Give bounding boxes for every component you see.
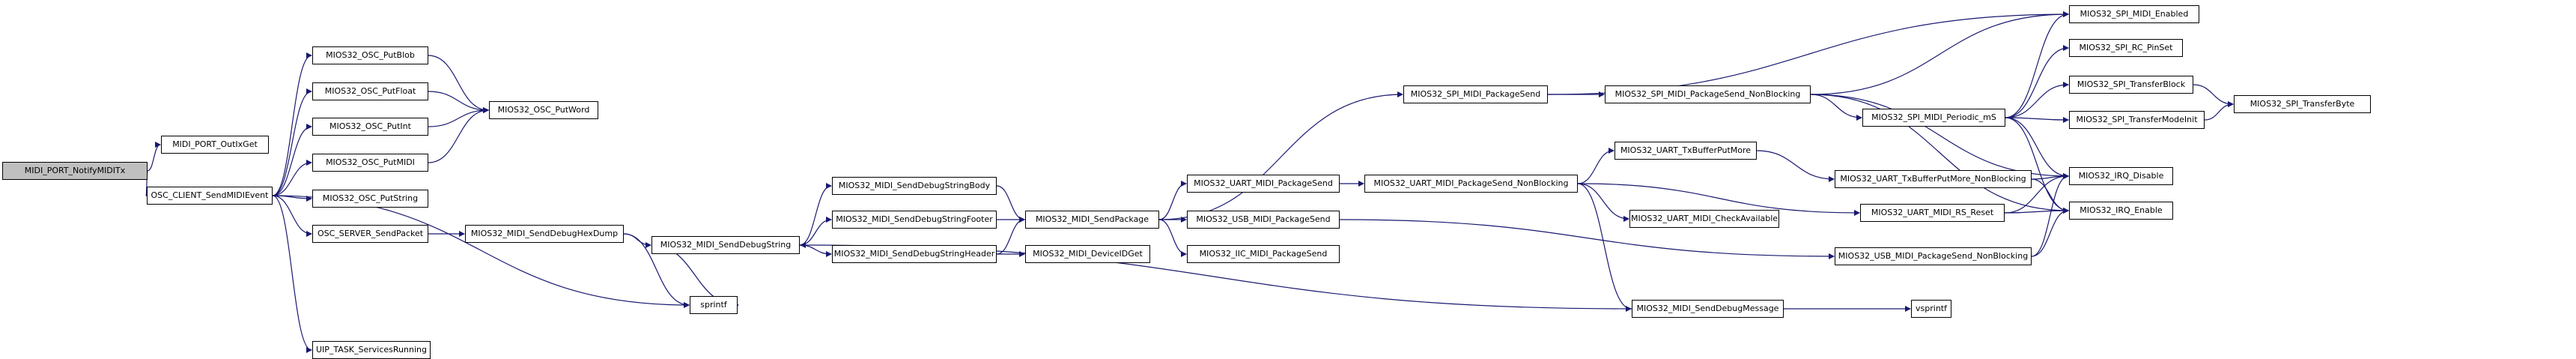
node-mios32-spi-midi-periodic-ms[interactable]: MIOS32_SPI_MIDI_Periodic_mS [1862, 109, 2005, 127]
call-edge [428, 55, 489, 113]
call-edge [272, 88, 312, 196]
node-mios32-spi-transfermodeinit[interactable]: MIOS32_SPI_TransferModeInit [2069, 111, 2205, 129]
node-uip-task-servicesrunning[interactable]: UIP_TASK_ServicesRunning [312, 341, 431, 359]
node-mios32-midi-senddebugmessage[interactable]: MIOS32_MIDI_SendDebugMessage [1632, 300, 1784, 318]
node-mios32-osc-putblob[interactable]: MIOS32_OSC_PutBlob [312, 46, 428, 64]
node-mios32-iic-midi-packagesend[interactable]: MIOS32_IIC_MIDI_PackageSend [1187, 245, 1340, 263]
call-edge [1339, 219, 1835, 259]
call-edge [1158, 219, 1187, 257]
node-osc-server-sendpacket[interactable]: OSC_SERVER_SendPacket [312, 225, 428, 243]
node-mios32-usb-midi-packagesend[interactable]: MIOS32_USB_MIDI_PackageSend [1187, 211, 1340, 229]
call-edge [2005, 11, 2069, 118]
node-mios32-uart-txbufferputmore[interactable]: MIOS32_UART_TxBufferPutMore [1614, 142, 1757, 160]
node-mios32-spi-midi-enabled[interactable]: MIOS32_SPI_MIDI_Enabled [2069, 5, 2199, 23]
call-edge [428, 91, 489, 113]
node-mios32-osc-putstring[interactable]: MIOS32_OSC_PutString [312, 190, 428, 208]
call-edge [996, 185, 1025, 223]
call-edge [2004, 208, 2069, 214]
node-mios32-osc-putword[interactable]: MIOS32_OSC_PutWord [489, 101, 598, 119]
node-mios32-spi-midi-packagesend-nonblocking[interactable]: MIOS32_SPI_MIDI_PackageSend_NonBlocking [1605, 85, 1811, 103]
call-edge [272, 160, 312, 196]
call-edge [2204, 101, 2234, 121]
call-edge [2031, 178, 2069, 214]
node-mios32-midi-senddebugstringheader[interactable]: MIOS32_MIDI_SendDebugStringHeader [832, 245, 997, 263]
call-edge [272, 52, 312, 196]
call-edge [1810, 94, 2069, 214]
call-edge [2005, 45, 2069, 118]
call-edge [272, 195, 690, 308]
call-edge [1577, 183, 1629, 222]
node-mios32-usb-midi-packagesend-nonblocking[interactable]: MIOS32_USB_MIDI_PackageSend_NonBlocking [1835, 247, 2032, 265]
node-mios32-spi-midi-packagesend[interactable]: MIOS32_SPI_MIDI_PackageSend [1403, 85, 1548, 103]
call-edge [799, 217, 832, 246]
call-edge [428, 107, 489, 127]
node-mios32-uart-midi-packagesend[interactable]: MIOS32_UART_MIDI_PackageSend [1187, 175, 1340, 193]
node-mios32-midi-deviceidget[interactable]: MIOS32_MIDI_DeviceIDGet [1025, 245, 1150, 263]
call-edge [428, 107, 489, 163]
call-edge [2005, 82, 2069, 118]
call-edge [1756, 150, 1835, 182]
node-mios32-midi-senddebugstringbody[interactable]: MIOS32_MIDI_SendDebugStringBody [832, 177, 997, 195]
node-mios32-irq-disable[interactable]: MIOS32_IRQ_Disable [2069, 167, 2173, 185]
node-vsprintf[interactable]: vsprintf [1911, 300, 1951, 318]
node-midi-port-outixget[interactable]: MIDI_PORT_OutIxGet [161, 136, 269, 154]
call-edge [623, 233, 690, 308]
node-mios32-midi-senddebughexdump[interactable]: MIOS32_MIDI_SendDebugHexDump [465, 225, 624, 243]
call-edge [1158, 181, 1187, 220]
call-edge [1810, 11, 2069, 95]
call-edge [2031, 208, 2069, 257]
call-edge [2193, 84, 2234, 107]
node-osc-client-sendmidievent[interactable]: OSC_CLIENT_SendMIDIEvent [147, 187, 273, 205]
call-edge [2004, 173, 2069, 214]
call-edge [1577, 148, 1614, 184]
call-edge [1158, 91, 1403, 220]
node-sprintf[interactable]: sprintf [690, 296, 738, 314]
node-mios32-osc-putint[interactable]: MIOS32_OSC_PutInt [312, 118, 428, 136]
node-mios32-midi-sendpackage[interactable]: MIOS32_MIDI_SendPackage [1025, 211, 1159, 229]
call-edge [272, 195, 312, 237]
node-mios32-osc-putfloat[interactable]: MIOS32_OSC_PutFloat [312, 82, 428, 100]
call-edge [996, 217, 1025, 255]
call-edge [272, 124, 312, 196]
call-edge [2005, 116, 2069, 123]
node-mios32-midi-senddebugstring[interactable]: MIOS32_MIDI_SendDebugString [651, 236, 800, 254]
node-mios32-uart-midi-checkavailable[interactable]: MIOS32_UART_MIDI_CheckAvailable [1629, 210, 1779, 228]
call-edge [623, 233, 651, 248]
node-mios32-uart-midi-rs-reset[interactable]: MIOS32_UART_MIDI_RS_Reset [1860, 204, 2005, 222]
node-mios32-uart-midi-packagesend-nonblocking[interactable]: MIOS32_UART_MIDI_PackageSend_NonBlocking [1364, 175, 1578, 193]
call-edge [1577, 183, 1860, 216]
node-mios32-spi-transferbyte[interactable]: MIOS32_SPI_TransferByte [2234, 95, 2371, 113]
call-edge [799, 183, 832, 246]
node-midi-port-notifymiditx[interactable]: MIDI_PORT_NotifyMIDITx [2, 162, 148, 180]
node-mios32-spi-rc-pinset[interactable]: MIOS32_SPI_RC_PinSet [2069, 39, 2183, 57]
node-mios32-spi-transferblock[interactable]: MIOS32_SPI_TransferBlock [2069, 76, 2193, 94]
call-edge [1577, 183, 1632, 312]
call-edge [147, 142, 161, 172]
call-edge [2005, 117, 2069, 179]
node-mios32-midi-senddebugstringfooter[interactable]: MIOS32_MIDI_SendDebugStringFooter [832, 211, 997, 229]
call-edge [1810, 94, 1862, 121]
node-mios32-osc-putmidi[interactable]: MIOS32_OSC_PutMIDI [312, 154, 428, 172]
call-edge [799, 244, 832, 257]
call-edge [1547, 11, 2069, 95]
call-edge [2031, 173, 2069, 257]
node-mios32-irq-enable[interactable]: MIOS32_IRQ_Enable [2069, 202, 2173, 220]
node-mios32-uart-txbufferputmore-nonblocking[interactable]: MIOS32_UART_TxBufferPutMore_NonBlocking [1835, 170, 2032, 188]
call-edge [2005, 117, 2069, 214]
call-edge [272, 195, 312, 353]
